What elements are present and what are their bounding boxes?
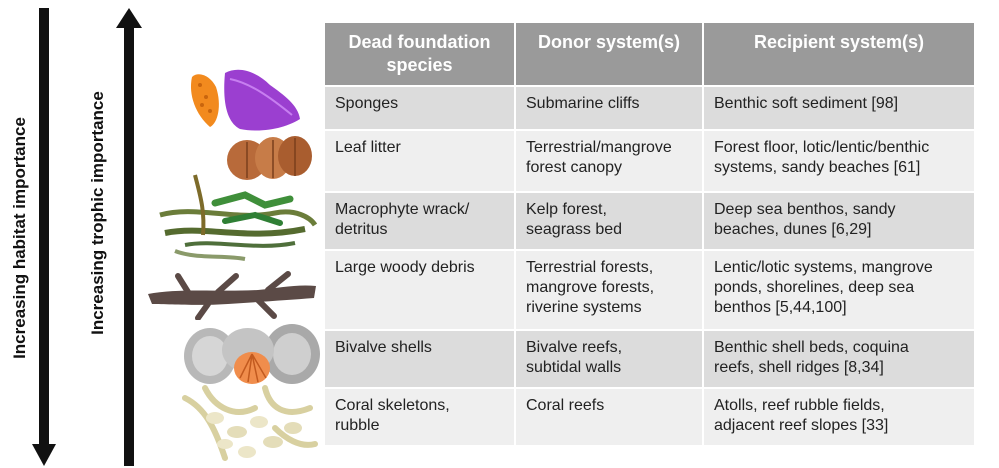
cell-donor: Coral reefs bbox=[515, 387, 704, 445]
habitat-importance-label: Increasing habitat importance bbox=[10, 117, 29, 359]
cell-species: Coral skeletons,rubble bbox=[325, 387, 516, 445]
header-donor: Donor system(s) bbox=[515, 23, 704, 86]
cell-recipient: Benthic soft sediment [98] bbox=[703, 85, 974, 130]
cell-donor: Kelp forest,seagrass bed bbox=[515, 191, 704, 250]
cell-species: Sponges bbox=[325, 85, 516, 130]
table-header-row: Dead foundation species Donor system(s) … bbox=[325, 23, 974, 86]
trophic-importance-arrow bbox=[116, 8, 142, 466]
leaf-litter-icon bbox=[227, 136, 312, 180]
dead-foundation-table: Dead foundation species Donor system(s) … bbox=[325, 23, 974, 445]
bivalve-shells-icon bbox=[184, 324, 320, 384]
sponge-icon bbox=[190, 69, 300, 131]
cell-species: Bivalve shells bbox=[325, 329, 516, 388]
trophic-importance-label: Increasing trophic importance bbox=[88, 91, 107, 335]
woody-debris-icon bbox=[148, 271, 316, 320]
habitat-importance-arrow bbox=[32, 8, 56, 466]
cell-donor: Bivalve reefs,subtidal walls bbox=[515, 329, 704, 388]
cell-donor: Submarine cliffs bbox=[515, 85, 704, 130]
cell-species: Leaf litter bbox=[325, 129, 516, 192]
header-species: Dead foundation species bbox=[325, 23, 516, 86]
macrophyte-wrack-icon bbox=[159, 174, 318, 261]
header-recipient: Recipient system(s) bbox=[703, 23, 974, 86]
cell-species: Large woody debris bbox=[325, 249, 516, 330]
coral-rubble-icon bbox=[182, 385, 318, 461]
cell-species: Macrophyte wrack/detritus bbox=[325, 191, 516, 250]
cell-recipient: Atolls, reef rubble fields,adjacent reef… bbox=[703, 387, 974, 445]
cell-donor: Terrestrial forests,mangrove forests,riv… bbox=[515, 249, 704, 330]
